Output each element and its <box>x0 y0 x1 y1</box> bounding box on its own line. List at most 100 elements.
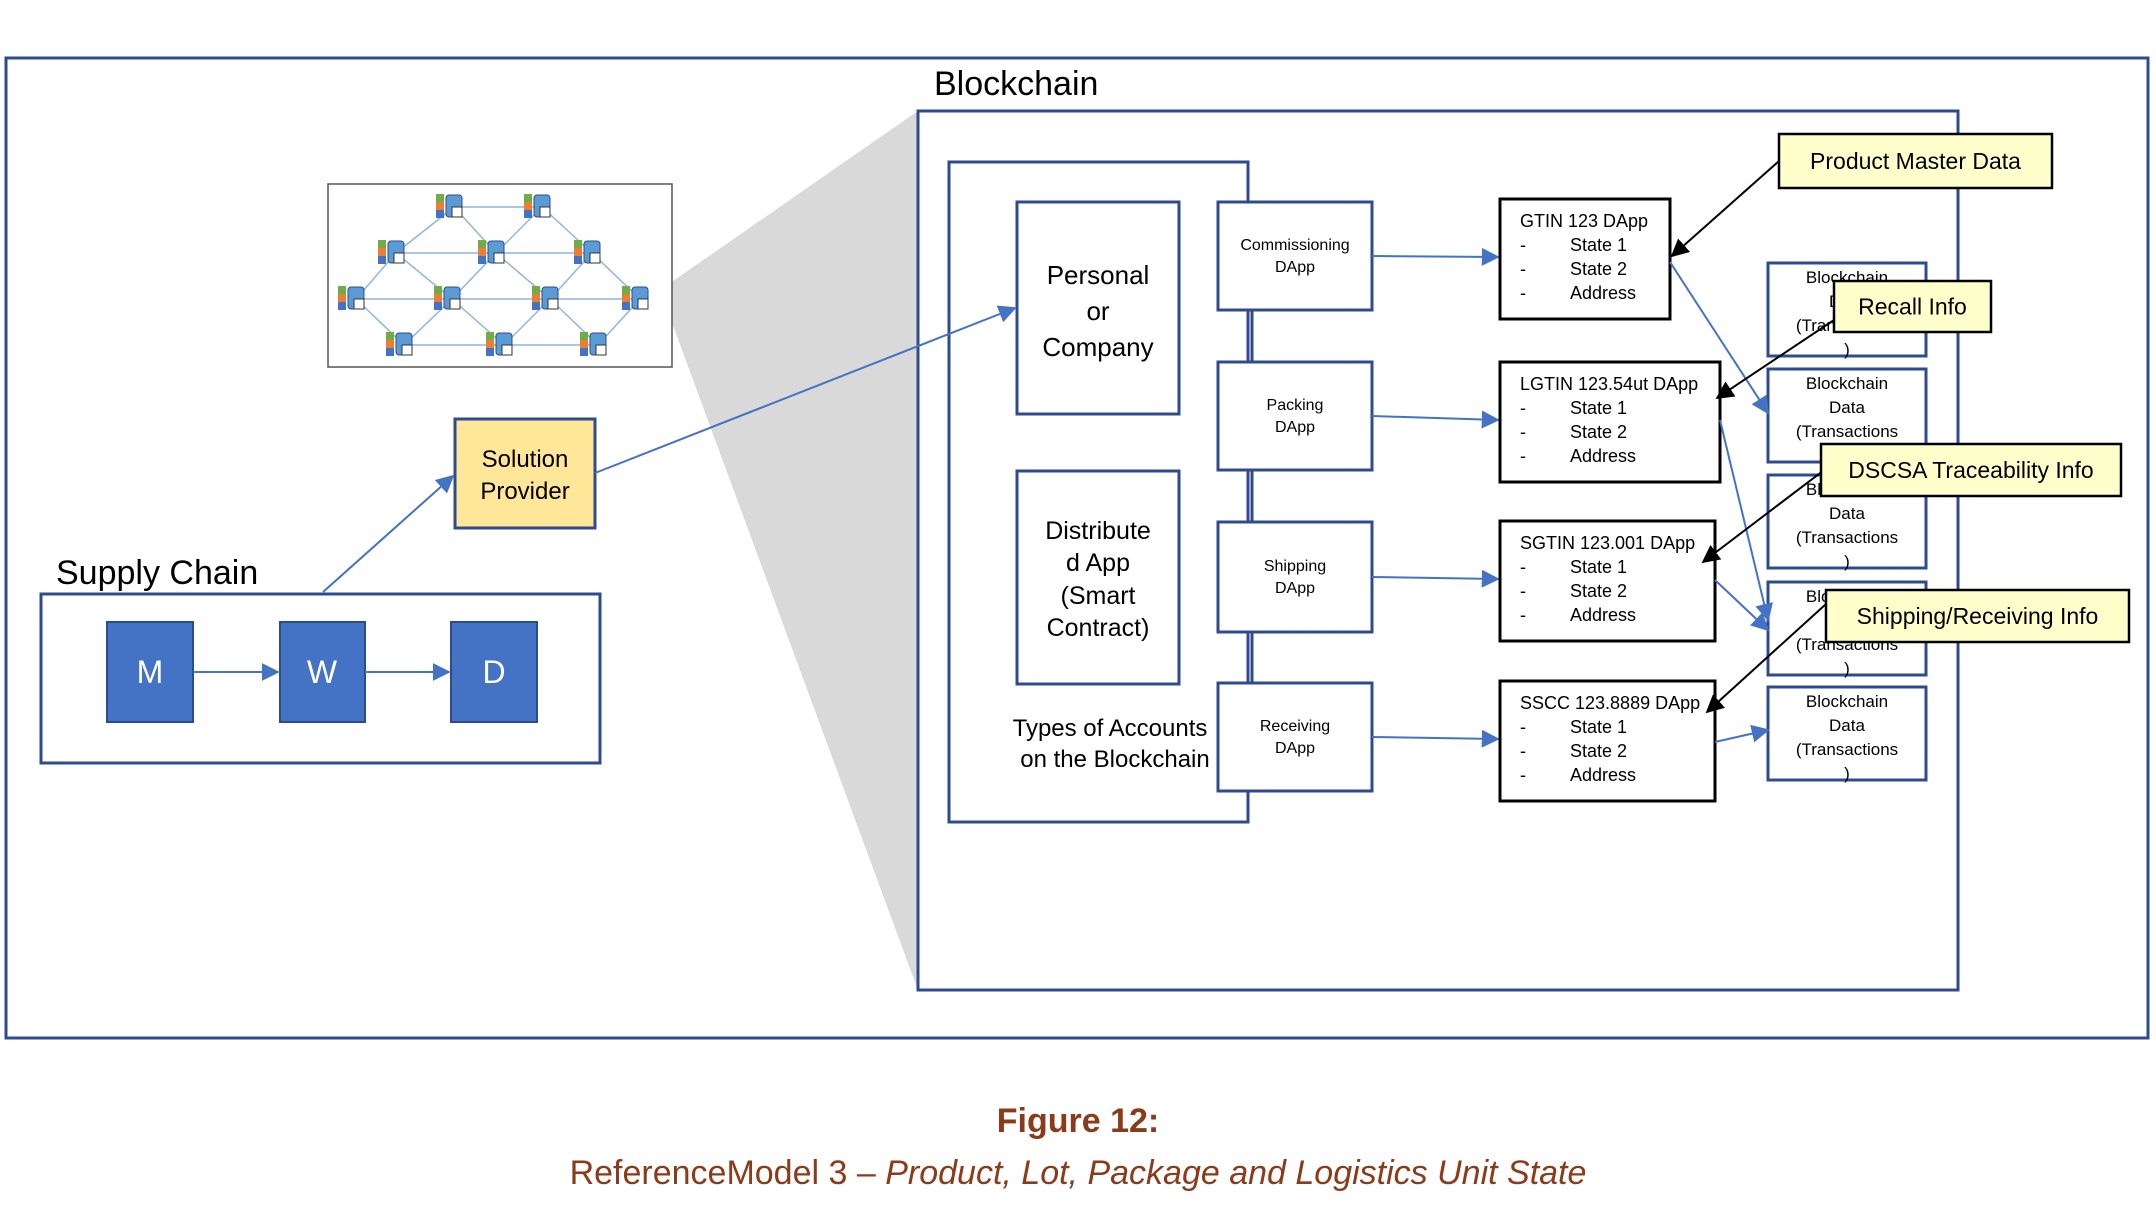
supply-chain-title: Supply Chain <box>56 554 258 592</box>
dapp-box <box>1216 520 1374 634</box>
state-row: Address <box>1570 446 1636 466</box>
network-node-icon <box>436 194 463 218</box>
dapp-to-state-arrow <box>1371 247 1500 266</box>
state-row: State 1 <box>1570 557 1627 577</box>
state-dash: - <box>1520 446 1526 466</box>
figure-prefix: ReferenceModel 3 – <box>569 1154 886 1192</box>
personal-company-box <box>1015 200 1181 416</box>
state-dash: - <box>1520 557 1526 577</box>
state-to-data-arrow <box>1714 579 1770 632</box>
network-link <box>495 252 551 300</box>
blockchain-data-text: Data <box>1829 398 1865 417</box>
dapp-box <box>1216 681 1374 793</box>
state-row: State 1 <box>1570 235 1627 255</box>
network-node-icon <box>434 286 461 310</box>
zoom-projection-upper <box>660 111 918 990</box>
blockchain-data-text: (Transactions <box>1796 422 1898 441</box>
data-arrows <box>1669 261 1773 743</box>
callout-label: Recall Info <box>1858 294 1967 320</box>
state-dash: - <box>1520 741 1526 761</box>
state-to-data-arrow <box>1669 261 1769 415</box>
personal-line3: Company <box>1042 332 1153 362</box>
blockchain-title: Blockchain <box>934 65 1098 103</box>
dapp-label: Commissioning <box>1240 237 1349 254</box>
callout-arrow <box>1670 160 1780 258</box>
dapp-to-state-arrow <box>1371 729 1500 748</box>
network-link <box>395 206 455 254</box>
network-node-icon <box>532 286 559 310</box>
network-node-icon <box>486 332 513 356</box>
network-node-icon <box>524 194 551 218</box>
personal-line1: Personal <box>1047 260 1150 290</box>
figure-title-text: Product, Lot, Package and Logistics Unit… <box>885 1154 1587 1192</box>
state-row: State 2 <box>1570 259 1627 279</box>
dapp-box <box>1216 200 1374 312</box>
callout-arrow <box>1701 457 1841 564</box>
callout-label: DSCSA Traceability Info <box>1848 457 2093 483</box>
callout-arrow <box>1715 319 1835 399</box>
state-to-data-arrow <box>1714 724 1770 743</box>
dapp-label: Shipping <box>1264 558 1326 575</box>
state-dash: - <box>1520 235 1526 255</box>
dapp-to-state-arrow <box>1371 569 1500 588</box>
dapp-label-sub: DApp <box>1275 419 1315 436</box>
state-row: State 2 <box>1570 741 1627 761</box>
dapp-label: Packing <box>1267 397 1324 414</box>
blockchain-data-text: ) <box>1844 659 1850 678</box>
accounts-label-line1: Types of Accounts <box>1013 715 1208 742</box>
state-box-title: GTIN 123 DApp <box>1520 211 1648 231</box>
network-link <box>395 252 453 300</box>
arrow-chain-provider <box>322 474 455 593</box>
dapp-label-sub: DApp <box>1275 580 1315 597</box>
accounts-label-line2: on the Blockchain <box>1020 746 1209 773</box>
blockchain-data-box <box>1766 685 1928 782</box>
callout-box <box>1832 279 1993 334</box>
blockchain-data-text: Data <box>1829 716 1865 735</box>
state-box <box>1498 360 1722 484</box>
state-box <box>1498 519 1717 643</box>
network-node-icon <box>622 286 649 310</box>
arrow-provider-personal <box>594 305 1017 474</box>
solution-provider-line2: Provider <box>480 478 569 505</box>
blockchain-data-text: ) <box>1844 552 1850 571</box>
state-dash: - <box>1520 605 1526 625</box>
dapp-label-sub: DApp <box>1275 259 1315 276</box>
node-d-label: D <box>482 654 505 690</box>
network-node-icon <box>478 240 505 264</box>
state-box-title: SSCC 123.8889 DApp <box>1520 693 1700 713</box>
callout-label: Shipping/Receiving Info <box>1857 603 2099 629</box>
state-box-title: LGTIN 123.54ut DApp <box>1520 374 1698 394</box>
state-to-data-arrow <box>1719 419 1773 622</box>
solution-provider-line1: Solution <box>482 446 569 473</box>
network-node-icon <box>580 332 607 356</box>
blockchain-data-text: Blockchain <box>1806 692 1888 711</box>
dapp-box-line1: Distribute <box>1045 517 1151 545</box>
state-row: State 2 <box>1570 581 1627 601</box>
blockchain-data-text: (Transactions <box>1796 528 1898 547</box>
blockchain-data-text: Blockchain <box>1806 374 1888 393</box>
state-box-title: SGTIN 123.001 DApp <box>1520 533 1695 553</box>
network-node-icon <box>338 286 365 310</box>
distributed-app-box <box>1015 469 1181 686</box>
network-node-icon <box>378 240 405 264</box>
network-node-icon <box>574 240 601 264</box>
state-dash: - <box>1520 717 1526 737</box>
state-dash: - <box>1520 259 1526 279</box>
dapp-box-line4: Contract) <box>1047 614 1150 642</box>
state-dash: - <box>1520 765 1526 785</box>
state-box <box>1498 197 1672 321</box>
state-dash: - <box>1520 283 1526 303</box>
figure-number: Figure 12: <box>996 1102 1160 1140</box>
node-d <box>450 621 538 723</box>
blockchain-data-text: (Transactions <box>1796 740 1898 759</box>
dapp-label: Receiving <box>1260 718 1330 735</box>
solution-provider-box <box>453 417 597 530</box>
state-dash: - <box>1520 398 1526 418</box>
callout-box <box>1777 132 2054 190</box>
state-row: Address <box>1570 605 1636 625</box>
blockchain-data-text: ) <box>1844 764 1850 783</box>
node-m-label: M <box>137 654 164 690</box>
callout-arrow <box>1705 603 1827 714</box>
